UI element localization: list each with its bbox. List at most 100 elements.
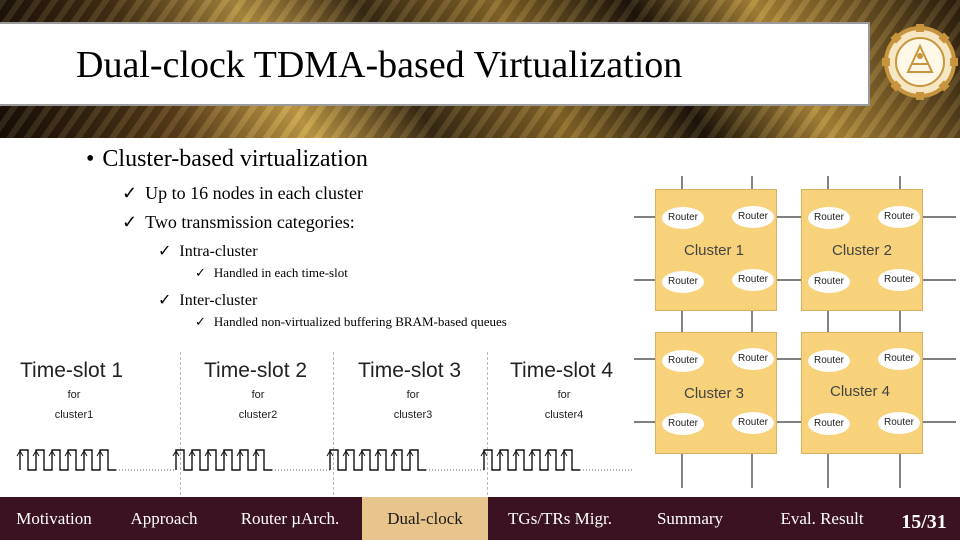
bullet-inter-detail-text: Handled non-virtualized buffering BRAM-b… [213, 314, 507, 329]
bullet-intra-detail: ✓ Handled in each time-slot [195, 265, 348, 281]
nav-eval-result[interactable]: Eval. Result [780, 509, 864, 528]
checkmark-icon: ✓ [122, 212, 138, 232]
cluster-1: Router Router Cluster 1 Router Router [655, 189, 777, 311]
clock-burst [19, 449, 116, 471]
router-node: Router [662, 271, 704, 293]
title-box [0, 22, 870, 106]
rising-edge-arrow [16, 450, 24, 457]
rising-edge-arrow [32, 450, 40, 457]
cluster-4: Router Router Cluster 4 Router Router [801, 332, 923, 454]
router-node: Router [662, 413, 704, 435]
clock-burst [483, 449, 580, 471]
rising-edge-arrow [390, 450, 398, 457]
bullet-sub1-text: Up to 16 nodes in each cluster [145, 183, 364, 203]
bullet-inter: ✓ Inter-cluster [158, 290, 257, 310]
clock-signal [16, 449, 632, 471]
cluster-label: Cluster 1 [684, 242, 745, 259]
rising-edge-arrow [204, 450, 212, 457]
checkmark-icon: ✓ [158, 243, 172, 260]
slide-title: Dual-clock TDMA-based Virtualization [76, 44, 683, 86]
timeslot-4-for: for [557, 389, 571, 401]
page-number: 15/31 [901, 511, 947, 533]
router-node: Router [732, 348, 774, 370]
rising-edge-arrow [48, 450, 56, 457]
router-node: Router [732, 206, 774, 228]
nav-motivation[interactable]: Motivation [16, 509, 92, 528]
rising-edge-arrow [80, 450, 88, 457]
rising-edge-arrow [326, 450, 334, 457]
cluster-label: Cluster 3 [684, 385, 745, 402]
gear-icon [882, 24, 958, 100]
slot-divider [180, 352, 181, 500]
rising-edge-arrow [406, 450, 414, 457]
bullet-sub1: ✓Up to 16 nodes in each cluster [122, 183, 363, 204]
rising-edge-arrow [374, 450, 382, 457]
rising-edge-arrow [480, 450, 488, 457]
router-node: Router [808, 271, 850, 293]
router-node: Router [808, 207, 850, 229]
bullet-main: • Cluster-based virtualization [86, 146, 368, 173]
timeslot-2-cluster: cluster2 [238, 409, 278, 421]
router-node: Router [808, 413, 850, 435]
round-bullet-icon: • [86, 146, 95, 172]
rising-edge-arrow [496, 450, 504, 457]
cluster-2: Router Router Cluster 2 Router Router [801, 189, 923, 311]
slot-divider [487, 352, 488, 500]
timeslot-4-title: Time-slot 4 [510, 359, 614, 382]
university-logo [882, 24, 958, 100]
timeslot-1-for: for [67, 389, 81, 401]
rising-edge-arrow [252, 450, 260, 457]
router-node: Router [878, 206, 920, 228]
checkmark-icon: ✓ [195, 265, 206, 280]
nav-router-arch[interactable]: Router µArch. [240, 509, 340, 528]
rising-edge-arrow [64, 450, 72, 457]
bullet-intra: ✓ Intra-cluster [158, 241, 258, 261]
rising-edge-arrow [236, 450, 244, 457]
nav-summary[interactable]: Summary [656, 509, 724, 528]
router-node: Router [878, 348, 920, 370]
bullet-inter-text: Inter-cluster [179, 292, 258, 309]
bullet-inter-detail: ✓ Handled non-virtualized buffering BRAM-… [195, 314, 507, 330]
bullet-intra-detail-text: Handled in each time-slot [213, 265, 348, 280]
timeslot-4-cluster: cluster4 [544, 409, 584, 421]
timeslot-3-title: Time-slot 3 [358, 359, 462, 382]
nav-tgs-trs-migr[interactable]: TGs/TRs Migr. [508, 509, 612, 528]
bullet-main-text: Cluster-based virtualization [102, 146, 368, 172]
nav-approach[interactable]: Approach [130, 509, 198, 528]
checkmark-icon: ✓ [195, 314, 206, 329]
rising-edge-arrow [528, 450, 536, 457]
rising-edge-arrow [342, 450, 350, 457]
rising-edge-arrow [560, 450, 568, 457]
timeslot-2-title: Time-slot 2 [204, 359, 308, 382]
timeslot-1-title: Time-slot 1 [20, 359, 124, 382]
timeslot-1-cluster: cluster1 [54, 409, 94, 421]
clock-burst [175, 449, 272, 471]
timeslot-3-cluster: cluster3 [393, 409, 433, 421]
router-node: Router [662, 350, 704, 372]
cluster-label: Cluster 4 [830, 383, 891, 400]
timeslot-3-for: for [406, 389, 420, 401]
nav-dual-clock[interactable]: Dual-clock [362, 497, 488, 540]
router-node: Router [878, 412, 920, 434]
rising-edge-arrow [220, 450, 228, 457]
rising-edge-arrow [544, 450, 552, 457]
checkmark-icon: ✓ [158, 292, 172, 309]
timeslot-2-for: for [251, 389, 265, 401]
rising-edge-arrow [358, 450, 366, 457]
router-node: Router [732, 269, 774, 291]
slot-divider [333, 352, 334, 500]
rising-edge-arrow [172, 450, 180, 457]
bullet-intra-text: Intra-cluster [179, 243, 258, 260]
cluster-label: Cluster 2 [832, 242, 893, 259]
router-node: Router [808, 350, 850, 372]
cluster-3: Router Router Cluster 3 Router Router [655, 332, 777, 454]
clock-burst [329, 449, 426, 471]
router-node: Router [732, 412, 774, 434]
router-node: Router [662, 207, 704, 229]
bullet-sub2: ✓ Two transmission categories: [122, 212, 355, 233]
router-node: Router [878, 269, 920, 291]
bullet-sub2-text: Two transmission categories: [145, 212, 355, 232]
rising-edge-arrow [512, 450, 520, 457]
rising-edge-arrow [188, 450, 196, 457]
rising-edge-arrow [96, 450, 104, 457]
